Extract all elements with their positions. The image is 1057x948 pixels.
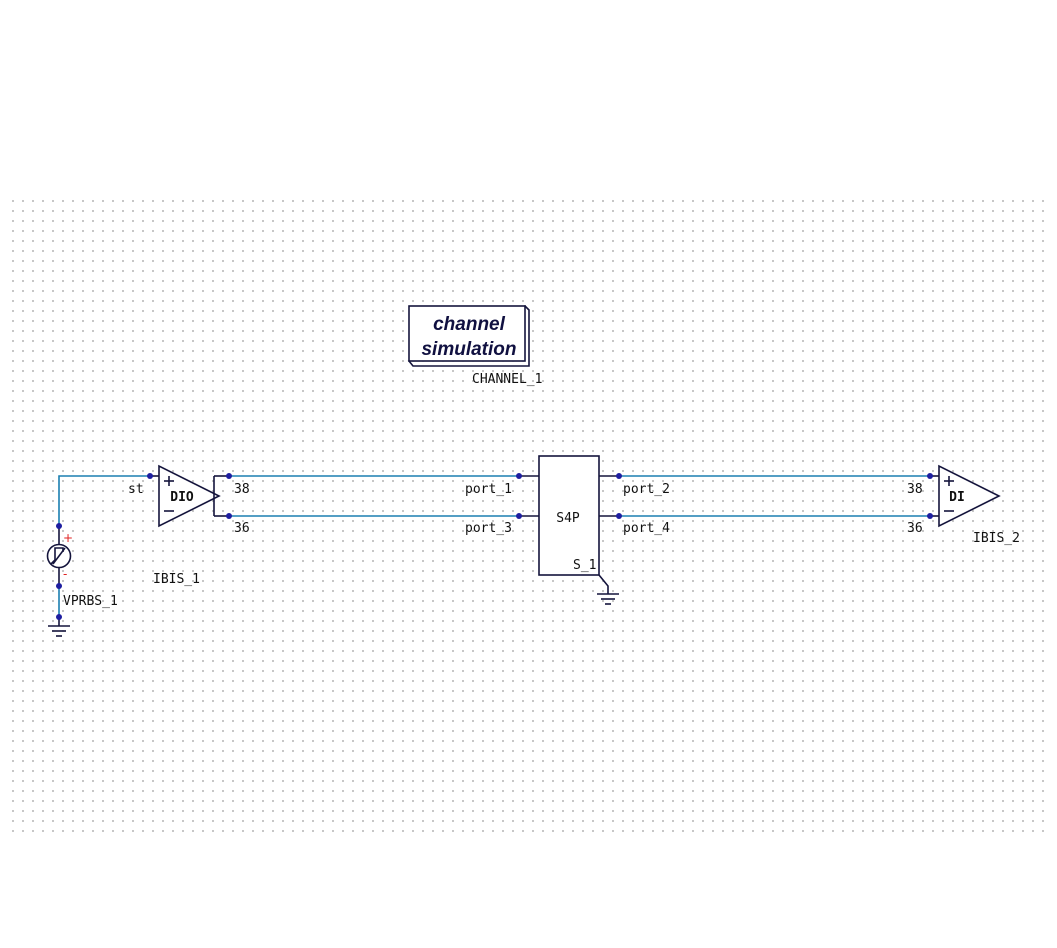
wires <box>58 475 930 617</box>
connection-nodes <box>56 473 933 620</box>
channel-simulation-block[interactable]: channel simulation <box>407 305 530 367</box>
receiver-ibis-buffer[interactable]: DI <box>930 464 1001 528</box>
sim-title-line2: simulation <box>421 339 516 360</box>
receiver-neg-pin-label: 36 <box>907 521 923 536</box>
node-dot <box>226 473 232 479</box>
wire-source-to-driver[interactable] <box>58 475 150 526</box>
prbs-waveform-icon <box>50 547 64 565</box>
driver-pos-pin-label: 38 <box>234 482 250 497</box>
driver-input-pin-label: st <box>128 482 144 497</box>
s4p-instance-label: S_1 <box>573 558 596 573</box>
node-dot <box>927 513 933 519</box>
sim-title-line1: channel <box>433 314 506 335</box>
node-dot <box>56 523 62 529</box>
node-dot <box>516 513 522 519</box>
receiver-instance-label: IBIS_2 <box>973 531 1020 546</box>
driver-ibis-buffer[interactable]: DIO <box>150 464 229 528</box>
receiver-pos-pin-label: 38 <box>907 482 923 497</box>
node-dot <box>616 513 622 519</box>
node-dot <box>516 473 522 479</box>
s4p-port-2-label: port_2 <box>623 482 670 497</box>
source-instance-label: VPRBS_1 <box>63 594 118 609</box>
driver-neg-pin-label: 36 <box>234 521 250 536</box>
prbs-source[interactable] <box>46 526 72 586</box>
node-dot <box>616 473 622 479</box>
s4p-port-4-label: port_4 <box>623 521 670 536</box>
node-dot <box>56 583 62 589</box>
driver-instance-label: IBIS_1 <box>153 572 200 587</box>
channel-instance-label: CHANNEL_1 <box>472 372 542 387</box>
node-dot <box>147 473 153 479</box>
source-minus-marker: - <box>63 567 67 581</box>
source-plus-marker: + <box>63 531 73 545</box>
receiver-symbol-label: DI <box>949 490 965 505</box>
s4p-symbol-label: S4P <box>556 511 580 526</box>
node-dot <box>226 513 232 519</box>
node-dot <box>927 473 933 479</box>
s4p-port-3-label: port_3 <box>465 521 512 536</box>
s4p-port-1-label: port_1 <box>465 482 512 497</box>
node-dot <box>56 614 62 620</box>
driver-symbol-label: DIO <box>170 490 194 505</box>
ground-icon <box>597 593 619 605</box>
s4p-block[interactable]: S4P S_1 <box>519 455 619 594</box>
